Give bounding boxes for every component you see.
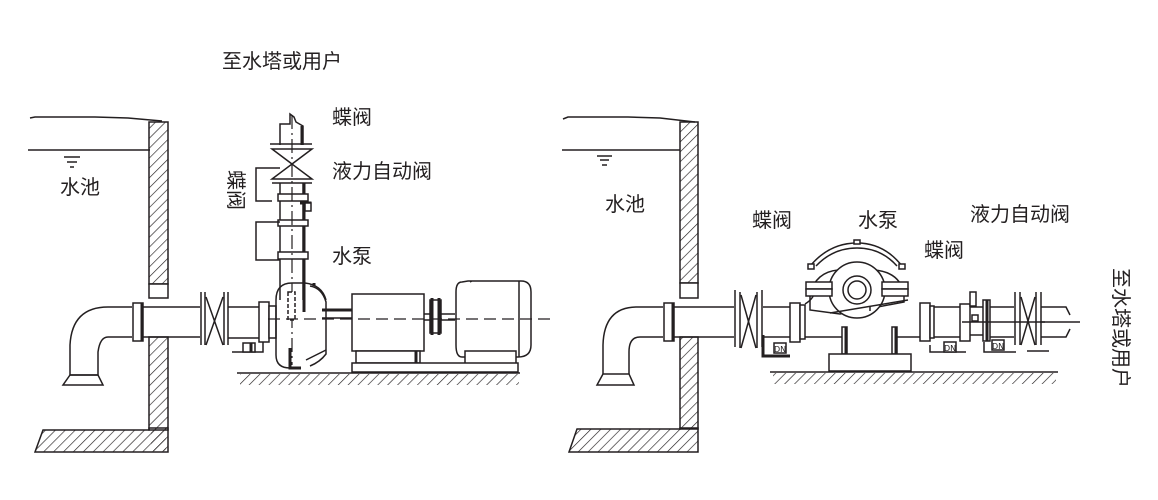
right-pump — [804, 239, 920, 372]
left-suction-pipe — [61, 302, 200, 386]
left-pump — [275, 282, 352, 370]
right-outlet-valve-label: 蝶阀 — [924, 238, 964, 262]
left-motor — [455, 280, 532, 366]
right-inlet-valve-label: 蝶阀 — [752, 208, 792, 232]
water-level-icon — [64, 156, 80, 168]
left-hydraulic-valve-label: 液力自动阀 — [332, 159, 432, 183]
right-end-butterfly-valve-icon — [1014, 292, 1080, 352]
left-bearing-housing — [351, 293, 432, 364]
left-inlet-butterfly-valve-icon — [200, 292, 277, 353]
right-installation: DN — [562, 116, 1133, 453]
right-hydraulic-auto-valve-icon: DN — [959, 291, 1045, 353]
left-base-plate — [351, 362, 519, 373]
right-ground — [770, 371, 1058, 384]
right-tank — [562, 116, 699, 453]
right-pump-label: 水泵 — [858, 208, 898, 232]
left-side-valve-label: 蝶阀 — [224, 170, 248, 210]
water-level-icon — [597, 155, 612, 166]
right-hydraulic-valve-label: 液力自动阀 — [970, 202, 1070, 226]
right-dn-label-1: DN — [774, 345, 786, 354]
right-dn-label-3: DN — [992, 342, 1004, 351]
right-suction-pipe — [595, 302, 734, 386]
left-top-valve-label: 蝶阀 — [332, 105, 372, 129]
right-dn-label-2: DN — [944, 344, 956, 353]
left-pump-label: 水泵 — [332, 244, 372, 268]
left-coupling-icon — [429, 298, 455, 335]
left-ground — [237, 372, 520, 385]
right-inlet-butterfly-valve-icon: DN — [734, 290, 806, 358]
left-installation: 至水塔或用户 蝶阀 液力自动阀 水泵 水池 蝶阀 — [28, 49, 555, 453]
right-outlet-butterfly-valve-icon: DN — [919, 302, 966, 353]
left-tank — [28, 116, 169, 453]
left-tank-label: 水池 — [60, 175, 100, 199]
right-tank-label: 水池 — [605, 192, 645, 216]
right-outlet-label: 至水塔或用户 — [1109, 268, 1133, 388]
left-outlet-label: 至水塔或用户 — [222, 49, 342, 73]
